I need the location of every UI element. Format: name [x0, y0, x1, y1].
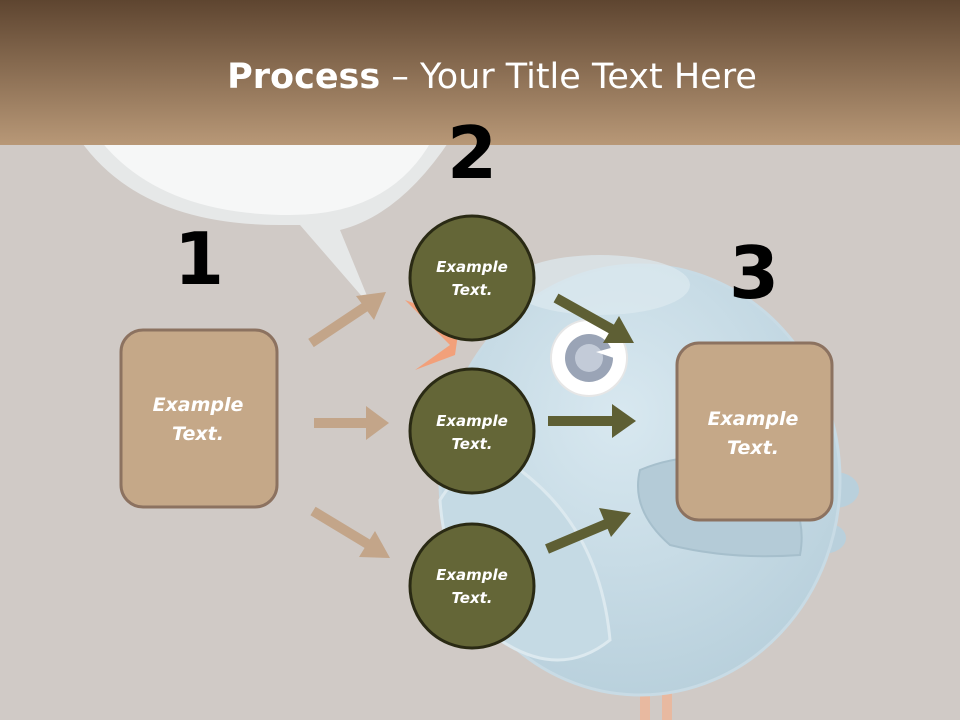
header-bar: [0, 0, 960, 145]
arrow-circle-middle-to-box3: [548, 404, 636, 438]
speech-bubble-illustration: [80, 140, 450, 308]
circle-middle-text-line2: Text.: [451, 435, 492, 453]
step-number-1: 1: [174, 217, 224, 301]
step-number-2: 2: [447, 111, 497, 195]
step-1-box: Example Text.: [119, 328, 279, 509]
circle-bottom-text-line2: Text.: [451, 589, 492, 607]
circle-middle-text-line1: Example: [436, 412, 508, 430]
arrow-circle-bottom-to-box3: [545, 508, 631, 554]
slide-title: Process – Your Title Text Here: [227, 57, 757, 97]
step-3-text-line2: Text.: [727, 437, 779, 459]
arrow-box1-to-circle-middle: [314, 406, 389, 440]
slide-title-rest: – Your Title Text Here: [380, 57, 757, 97]
step-3-text-line1: Example: [708, 408, 799, 430]
circle-bottom: Example Text.: [408, 522, 536, 650]
arrow-box1-to-circle-bottom: [310, 506, 390, 558]
circle-top-text-line1: Example: [436, 258, 508, 276]
arrow-box1-to-circle-top: [308, 292, 386, 348]
step-number-3: 3: [729, 231, 779, 315]
step-3-box: Example Text.: [675, 341, 834, 522]
step-1-text-line1: Example: [153, 394, 244, 416]
circle-bottom-text-line1: Example: [436, 566, 508, 584]
step-1-text-line2: Text.: [172, 423, 224, 445]
circle-middle: Example Text.: [408, 367, 536, 495]
circle-top-text-line2: Text.: [451, 281, 492, 299]
circle-top: Example Text.: [408, 214, 536, 342]
slide-title-bold: Process: [227, 57, 380, 97]
arrow-circle-top-to-box3: [553, 293, 634, 343]
